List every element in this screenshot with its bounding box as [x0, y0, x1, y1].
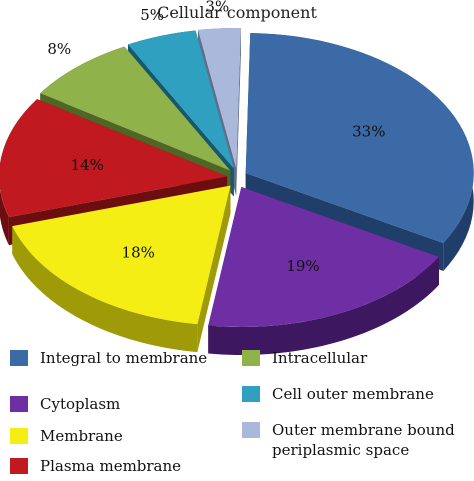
legend-label: Cytoplasm	[40, 395, 121, 413]
pie-slice-edge	[236, 28, 241, 197]
legend-swatch	[242, 350, 260, 366]
pie-slice	[208, 186, 439, 355]
pie-slice	[12, 185, 231, 353]
data-label: 5%	[140, 6, 164, 24]
legend-swatch	[10, 428, 28, 444]
legend-label: Plasma membrane	[40, 457, 182, 475]
data-label: 8%	[47, 40, 71, 58]
data-label: 19%	[286, 257, 319, 275]
legend-item: Intracellular	[242, 348, 367, 368]
pie-slice-top	[12, 185, 231, 325]
legend-item: Cytoplasm	[10, 394, 120, 414]
data-label: 33%	[352, 122, 385, 140]
pie-slice-top	[245, 33, 474, 243]
pie-slice-top	[208, 186, 439, 327]
legend-label: Integral to membrane	[40, 349, 208, 367]
legend-label: Intracellular	[272, 349, 368, 367]
legend-swatch	[242, 386, 260, 402]
pie-slice-side	[208, 256, 439, 355]
pie-slice-top	[127, 30, 234, 169]
pie-slice-top	[40, 46, 231, 171]
pie-slice-top	[198, 28, 241, 169]
data-label: 18%	[122, 243, 155, 261]
legend-label: Membrane	[40, 427, 123, 445]
legend-item: Membrane	[10, 426, 123, 446]
legend-item: Plasma membrane	[10, 456, 181, 476]
data-label: 3%	[205, 0, 229, 16]
pie-slice-side	[12, 226, 198, 353]
pie-slice-top	[0, 99, 228, 218]
legend-swatch	[242, 422, 260, 438]
pie-slice-edge	[197, 185, 231, 353]
legend-label: Cell outer membrane	[272, 385, 434, 403]
legend: Integral to membrane Cytoplasm Membrane …	[0, 338, 474, 478]
legend-item: Cell outer membrane	[242, 384, 434, 404]
legend-label: Outer membrane bound periplasmic space	[272, 421, 455, 459]
legend-swatch	[10, 350, 28, 366]
data-label: 14%	[71, 156, 104, 174]
chart-title: Cellular component	[157, 3, 317, 22]
legend-swatch	[10, 458, 28, 474]
legend-swatch	[10, 396, 28, 412]
legend-item: Integral to membrane	[10, 348, 207, 368]
legend-item: Outer membrane bound periplasmic space	[242, 420, 467, 460]
